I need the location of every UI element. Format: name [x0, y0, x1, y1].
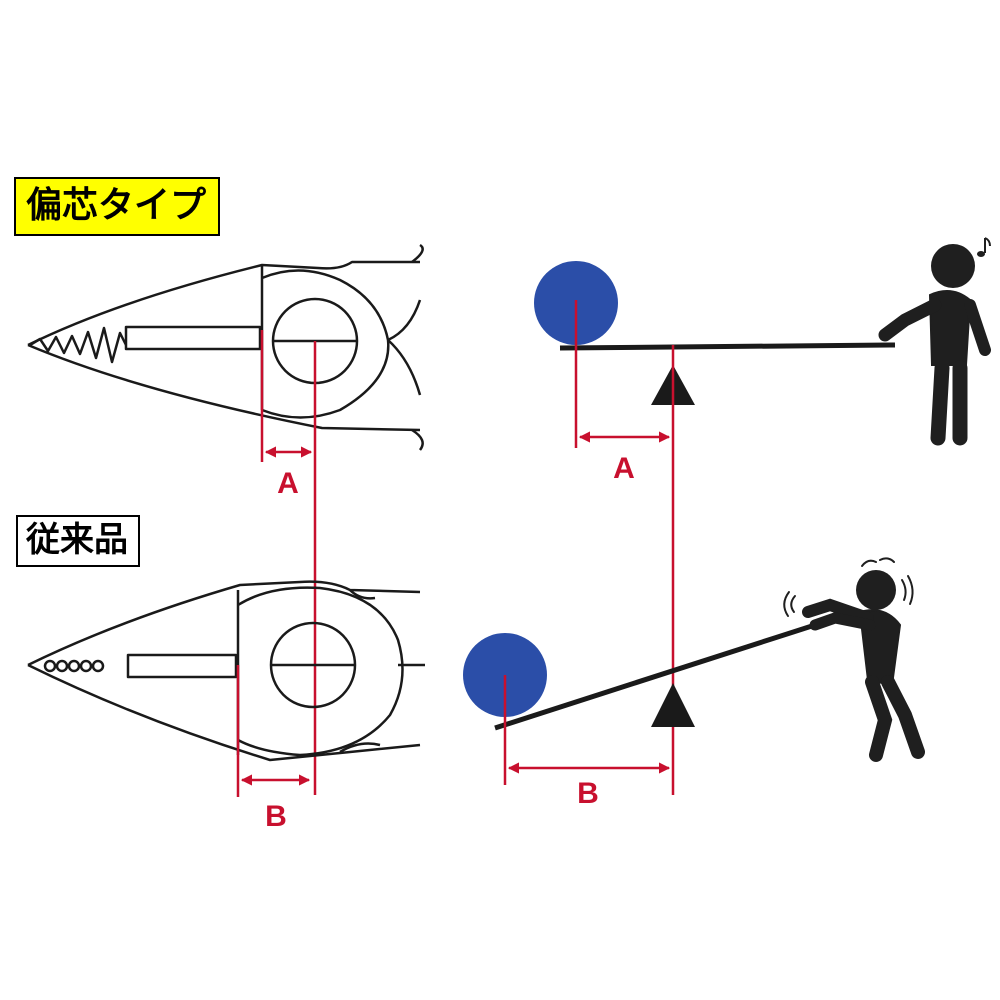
- person-leg-left: [865, 675, 893, 762]
- struggling-person: [802, 570, 925, 762]
- conventional-label: 従来品: [16, 515, 140, 567]
- bottom-seesaw: [463, 557, 925, 762]
- relaxed-person: [878, 244, 991, 446]
- offset-pliers-cutting-slot: [124, 325, 262, 351]
- top-seesaw: [534, 237, 991, 446]
- music-note-icon: [977, 237, 991, 257]
- conventional-pliers-handle-notches: [339, 589, 381, 754]
- person-head: [931, 244, 975, 288]
- offset-pliers-lower-edge: [27, 343, 421, 432]
- offset-type-label: 偏芯タイプ: [14, 177, 221, 236]
- person-arm-hanging: [964, 299, 991, 356]
- lever-beam-bottom: [494, 622, 816, 731]
- conventional-pliers-lower-edge: [27, 663, 421, 762]
- person-torso: [928, 290, 972, 366]
- offset-pliers-upper-edge: [27, 260, 420, 347]
- person-leg-left: [930, 360, 950, 446]
- conventional-pliers-dimension-b: [236, 665, 311, 797]
- offset-pliers-handle-ends: [411, 243, 424, 451]
- dizzy-marks-icon: [783, 557, 914, 617]
- conventional-pliers-tooth: [55, 659, 69, 673]
- lever-beam-top: [559, 342, 896, 351]
- person-arm-lower: [809, 612, 876, 631]
- seesaw-dimension-b: [503, 675, 671, 785]
- offset-pliers-teeth: [29, 326, 128, 364]
- person-head: [856, 570, 896, 610]
- person-arm-upper: [802, 598, 874, 624]
- conventional-pliers-tooth: [43, 659, 57, 673]
- dimension-a-label-seesaw: A: [613, 452, 635, 485]
- conventional-pliers-tooth: [91, 659, 105, 673]
- conventional-pliers: [27, 580, 425, 762]
- person-arm-pushing: [878, 298, 942, 342]
- dimension-b-label-seesaw: B: [577, 777, 599, 810]
- conventional-pliers-tooth: [79, 659, 93, 673]
- offset-pliers: [27, 243, 424, 451]
- conventional-pliers-head: [237, 586, 404, 757]
- person-leg-right: [881, 675, 925, 759]
- conventional-pliers-upper-edge: [27, 580, 421, 667]
- conventional-pliers-tooth: [67, 659, 81, 673]
- conventional-pliers-cutting-slot: [126, 653, 238, 679]
- offset-pliers-dimension-a: [260, 330, 317, 795]
- dimension-a-label-pliers: A: [277, 467, 299, 500]
- dimension-b-label-pliers: B: [265, 800, 287, 833]
- offset-pliers-handle-curve: [387, 299, 422, 396]
- fulcrum-bottom: [651, 683, 695, 727]
- offset-pliers-head: [261, 269, 390, 419]
